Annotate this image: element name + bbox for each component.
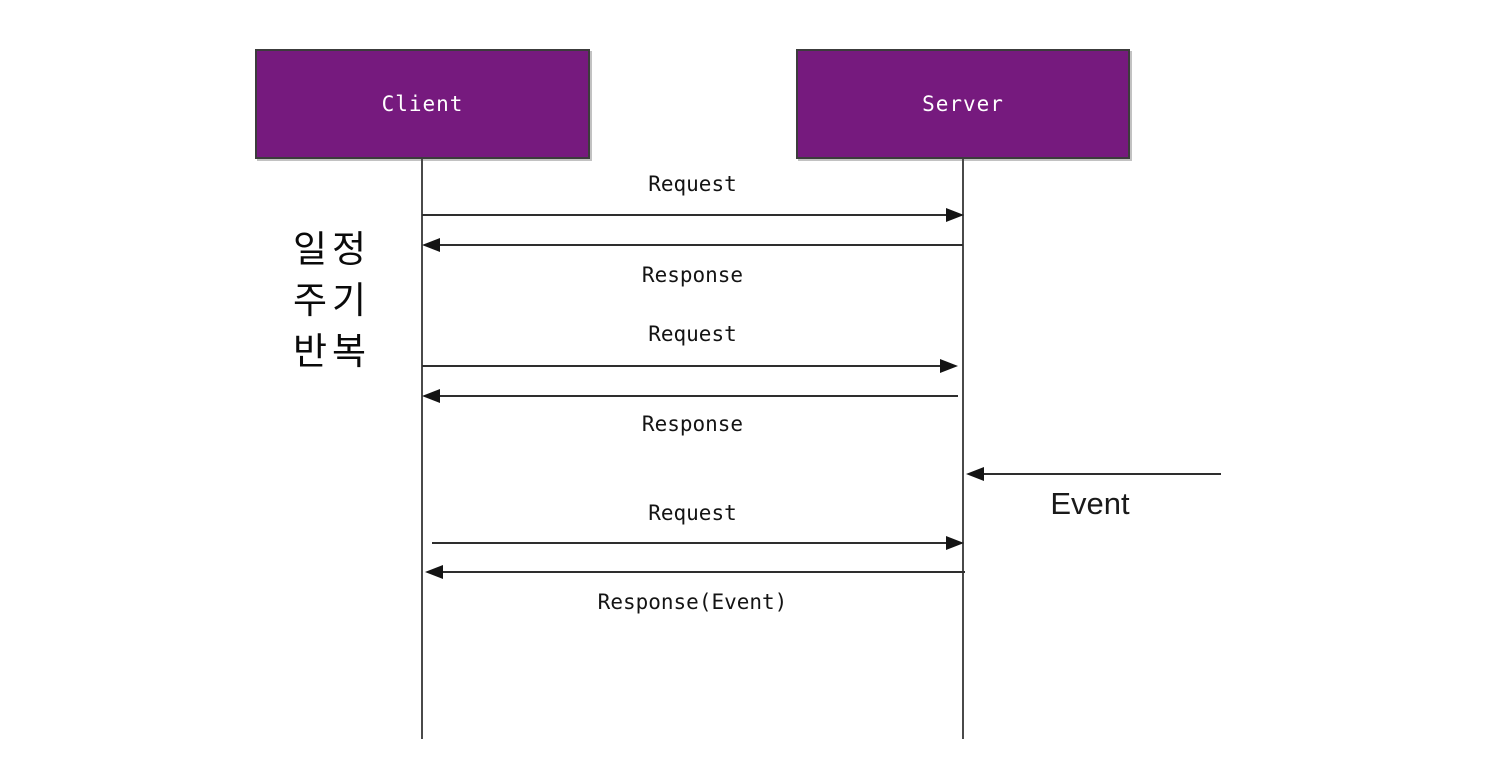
message-arrow-request-1 — [422, 214, 946, 216]
actor-box-server: Server — [796, 49, 1130, 159]
loop-annotation-line: 일정 — [293, 229, 372, 270]
message-label-request-1: Request — [648, 172, 737, 196]
message-arrow-response-3 — [443, 571, 965, 573]
message-label-response-1: Response — [641, 263, 744, 287]
message-label-request-2: Request — [648, 322, 737, 346]
message-label-request-3: Request — [648, 501, 737, 525]
loop-annotation-line: 반복 — [293, 331, 372, 372]
actor-label-server: Server — [922, 92, 1004, 116]
lifeline-server — [962, 159, 964, 739]
lifeline-client — [421, 159, 423, 739]
arrowhead-left-icon — [422, 238, 440, 252]
message-arrow-request-3 — [432, 542, 946, 544]
actor-label-client: Client — [381, 92, 464, 116]
arrowhead-right-icon — [940, 359, 958, 373]
event-arrow — [984, 473, 1221, 475]
message-label-response-2: Response — [641, 412, 744, 436]
message-arrow-request-2 — [422, 365, 940, 367]
message-arrow-response-1 — [440, 244, 963, 246]
arrowhead-left-icon — [966, 467, 984, 481]
arrowhead-right-icon — [946, 208, 964, 222]
actor-box-client: Client — [255, 49, 590, 159]
event-label: Event — [1050, 486, 1130, 521]
message-label-response-event: Response(Event) — [597, 590, 788, 614]
arrowhead-left-icon — [422, 389, 440, 403]
message-arrow-response-2 — [440, 395, 958, 397]
loop-annotation-line: 주기 — [293, 280, 372, 321]
loop-annotation: 일정 주기 반복 — [293, 224, 371, 377]
arrowhead-right-icon — [946, 536, 964, 550]
arrowhead-left-icon — [425, 565, 443, 579]
